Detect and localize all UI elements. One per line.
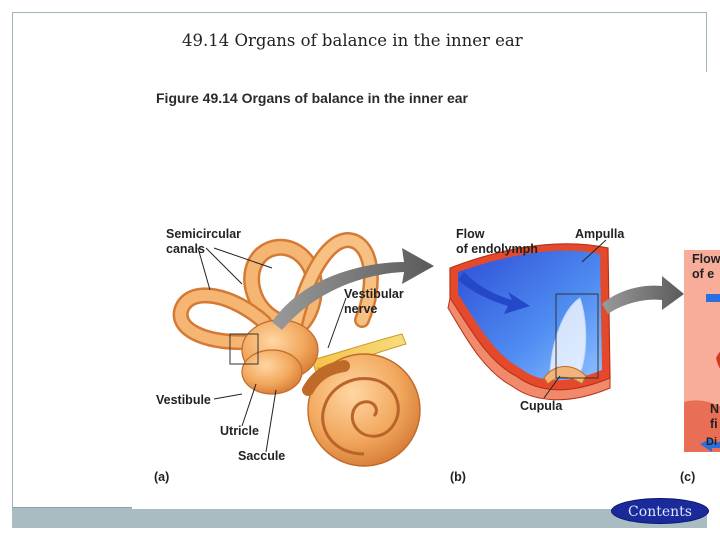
arrow-a-to-b [272,248,434,330]
contents-label: Contents [628,503,692,520]
label-nerve: nerve [344,302,377,316]
label-fi-partial: fi [710,417,718,431]
label-cupula: Cupula [520,399,563,413]
label-endolymph: of endolymph [456,242,538,256]
label-semicircular: Semicircular [166,227,241,241]
label-canals: canals [166,242,205,256]
panel-letter-a: (a) [154,470,169,484]
label-flow-partial: Flow [692,252,720,266]
label-utricle: Utricle [220,424,259,438]
panel-letter-c: (c) [680,470,695,484]
bottom-bar [12,507,707,528]
label-saccule: Saccule [238,449,285,463]
figure-heading: Figure 49.14 Organs of balance in the in… [156,90,469,106]
ampulla-drawing [447,239,611,401]
arrow-b-to-c [602,276,684,314]
figure-illustration: Figure 49.14 Organs of balance in the in… [154,90,720,484]
panel-letter-b: (b) [450,470,466,484]
hair-cell-drawing [684,250,720,452]
slide-title: 49.14 Organs of balance in the inner ear [182,31,523,50]
label-flow: Flow [456,227,485,241]
label-vestibular: Vestibular [344,287,404,301]
inner-ear-drawing [172,231,421,467]
label-di-partial: Di [706,436,717,448]
label-n-partial: N [710,402,719,416]
label-ampulla: Ampulla [575,227,625,241]
figure-image: Figure 49.14 Organs of balance in the in… [132,72,720,509]
label-of-e-partial: of e [692,267,714,281]
label-vestibule: Vestibule [156,393,211,407]
contents-button[interactable]: Contents [612,499,708,523]
